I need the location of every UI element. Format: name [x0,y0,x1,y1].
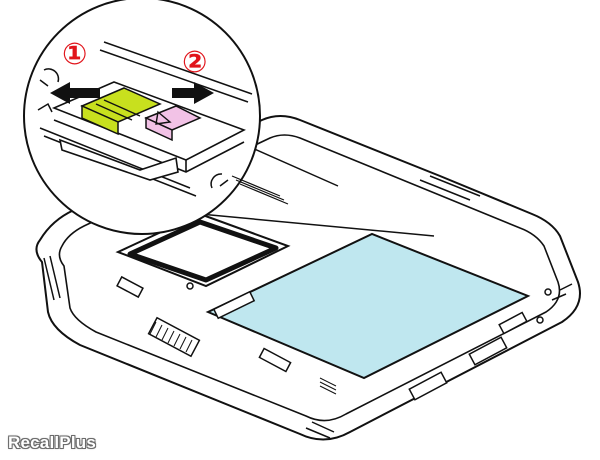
step-2-arrow-shape [172,82,214,104]
camera-module-inner [127,219,279,283]
bumper-left [43,255,61,301]
callout-lock-symbol-2 [37,102,53,113]
callout-hatch [231,175,289,205]
bumper-right [551,283,573,301]
tablet-ports [116,275,552,401]
screw-2 [544,288,552,296]
bumper-bottom [305,421,335,439]
side-port-1 [116,275,144,299]
screw-1 [186,282,194,290]
latch-2-unlock-triangle [155,110,172,125]
side-port-4 [468,336,508,366]
latch-2-highlight-side [145,116,173,142]
callout-unlock-symbol [210,173,229,189]
screw-3 [536,316,544,324]
tablet-inner-rim [58,134,561,422]
callout-rails [39,41,253,197]
battery-cover [205,232,531,380]
side-port-5 [498,311,528,335]
callout-latch-tray-edge [53,119,245,173]
latch-1-grip-lines [95,99,141,121]
step-1-arrow-shape [50,82,100,104]
side-port-3 [408,371,448,401]
watermark-logo: RecallPlus [8,433,96,452]
bumper-top-right [419,175,481,201]
latch-1-highlight-side [81,104,119,136]
side-port-2 [258,347,292,373]
vent-lines [319,377,337,395]
step-1-label: ① [62,37,87,72]
dock-connector-grille [149,321,193,353]
step-2-label: ② [182,45,207,80]
callout-hook [58,138,179,181]
battery-latch-slot [212,290,256,320]
battery-pack [205,232,531,380]
callout-lock-symbol [39,68,60,87]
magnified-callout: ① ② [23,0,435,237]
